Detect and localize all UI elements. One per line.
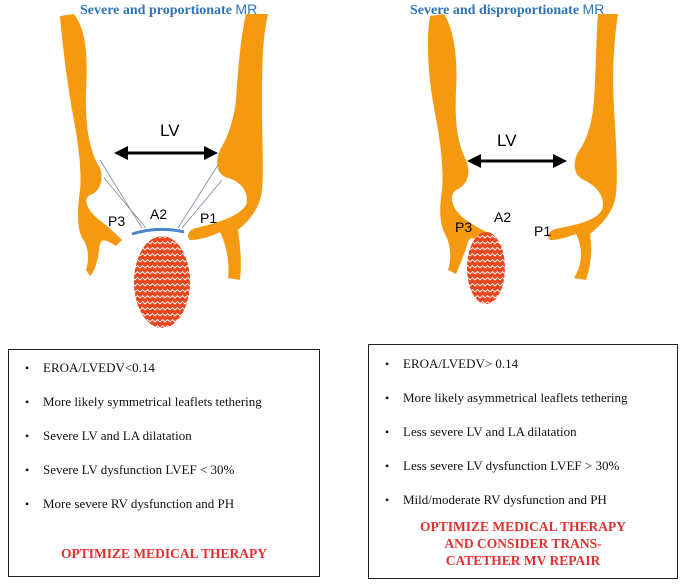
right-recommendation: OPTIMIZE MEDICAL THERAPY AND CONSIDER TR… xyxy=(369,518,677,569)
left-chordae-3 xyxy=(177,164,219,229)
left-title-mr: MR xyxy=(235,1,258,17)
left-a2-leaflet xyxy=(131,227,185,236)
right-recommendation-line-2: AND CONSIDER TRANS- xyxy=(444,536,602,551)
right-p3-label: P3 xyxy=(455,219,472,235)
mitral-diagrams: LV P3 A2 P1 LV P3 A2 P1 xyxy=(60,14,618,328)
right-lv-arrowhead-left xyxy=(467,154,481,168)
left-chordae-4 xyxy=(181,179,223,229)
left-criterion-4: Severe LV dysfunction LVEF < 30% xyxy=(9,462,319,478)
right-recommendation-line-1: OPTIMIZE MEDICAL THERAPY xyxy=(419,519,627,534)
right-p1-label: P1 xyxy=(534,223,551,239)
left-a2-label: A2 xyxy=(150,206,167,222)
right-lv-arrowhead-right xyxy=(553,154,567,168)
right-title-mr: MR xyxy=(582,1,605,17)
right-criterion-4: Less severe LV dysfunction LVEF > 30% xyxy=(369,458,677,474)
left-lv-arrowhead-left xyxy=(114,146,128,160)
left-lv-arrowhead-right xyxy=(204,146,218,160)
left-criteria-list: EROA/LVEDV<0.14 More likely symmetrical … xyxy=(9,350,319,512)
right-criterion-3: Less severe LV and LA dilatation xyxy=(369,424,677,440)
left-regurgitant-jet xyxy=(134,236,190,328)
left-lv-wall-right xyxy=(188,14,268,280)
right-title-text: Severe and disproportionate xyxy=(410,3,583,18)
left-chordae-1 xyxy=(99,159,143,229)
left-criterion-1: EROA/LVEDV<0.14 xyxy=(9,360,319,376)
right-lv-wall-left xyxy=(427,14,492,274)
left-lv-wall-left xyxy=(60,14,122,276)
right-panel-title: Severe and disproportionate MR xyxy=(410,1,604,19)
left-heart-diagram: LV P3 A2 P1 xyxy=(60,14,268,328)
right-regurgitant-jet xyxy=(467,232,505,304)
right-heart-diagram: LV P3 A2 P1 xyxy=(427,14,618,304)
left-p1-label: P1 xyxy=(200,210,217,226)
right-criterion-5: Mild/moderate RV dysfunction and PH xyxy=(369,492,677,508)
left-lv-label: LV xyxy=(160,121,180,140)
right-lv-wall-right xyxy=(548,14,618,280)
left-criterion-5: More severe RV dysfunction and PH xyxy=(9,496,319,512)
left-criterion-3: Severe LV and LA dilatation xyxy=(9,428,319,444)
left-p3-label: P3 xyxy=(108,213,125,229)
left-criteria-box: EROA/LVEDV<0.14 More likely symmetrical … xyxy=(8,349,320,577)
right-recommendation-line-3: CATETHER MV REPAIR xyxy=(445,553,601,568)
right-criteria-box: EROA/LVEDV> 0.14 More likely asymmetrica… xyxy=(368,344,678,579)
right-criterion-2: More likely asymmetrical leaflets tether… xyxy=(369,390,677,406)
left-criterion-2: More likely symmetrical leaflets tetheri… xyxy=(9,394,319,410)
right-criteria-list: EROA/LVEDV> 0.14 More likely asymmetrica… xyxy=(369,345,677,508)
left-title-text: Severe and proportionate xyxy=(80,3,236,18)
left-panel-title: Severe and proportionate MR xyxy=(80,1,257,19)
right-a2-label: A2 xyxy=(494,209,511,225)
left-recommendation: OPTIMIZE MEDICAL THERAPY xyxy=(60,546,268,561)
right-criterion-1: EROA/LVEDV> 0.14 xyxy=(369,356,677,372)
left-chordae-2 xyxy=(103,177,147,229)
right-lv-label: LV xyxy=(497,131,517,150)
